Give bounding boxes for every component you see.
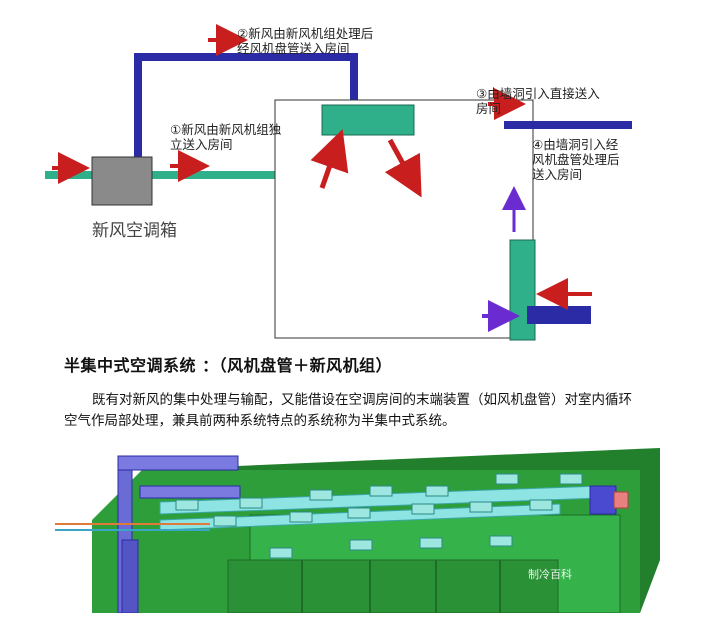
riser-duct-b — [121, 539, 139, 614]
fan-coil-tile — [213, 515, 237, 527]
route-2-line-1: ②新风由新风机组处理后 — [237, 26, 374, 41]
route-4-line-3: 送入房间 — [532, 167, 583, 182]
route-1-line-2: 立送入房间 — [170, 137, 233, 152]
route-2-line-2: 经风机盘管送入房间 — [237, 41, 350, 56]
fan-coil-tile — [369, 485, 393, 497]
fan-coil-tile — [239, 497, 263, 509]
fan-coil-tile — [495, 473, 519, 485]
wall-opening-direct-duct — [504, 121, 632, 129]
route-4-line-2: 风机盘管处理后 — [532, 152, 620, 167]
fan-coil-tile — [289, 511, 313, 523]
section-description: 既有对新风的集中处理与输配，又能借设在空调房间的末端装置（如风机盘管）对室内循环… — [64, 392, 632, 429]
fan-coil-unit — [321, 104, 415, 136]
building-front-rooms — [227, 559, 559, 614]
fan-coil-tile — [469, 501, 493, 513]
fan-coil-tile — [175, 499, 199, 511]
route-2-label: ②新风由新风机组处理后 经风机盘管送入房间 — [237, 26, 373, 56]
fan-coil-tile — [411, 503, 435, 515]
header-duct — [117, 455, 239, 471]
fresh-air-unit-box — [91, 156, 153, 206]
fan-coil-supply-duct-left — [134, 53, 142, 158]
watermark-text: 制冷百科 — [528, 568, 572, 581]
room-supply-arrow — [384, 138, 422, 198]
route-1-label: ①新风由新风机组独 立送入房间 — [170, 122, 281, 152]
route-3-line-1: ③由墙洞引入直接送入 — [476, 86, 600, 101]
route-4-line-1: ④由墙洞引入经 — [532, 137, 619, 152]
route-3-label: ③由墙洞引入直接送入 房间 — [476, 86, 600, 116]
wall-fan-coil-unit — [509, 239, 536, 341]
fan-coil-tile — [349, 539, 373, 551]
end-fan-unit — [589, 485, 617, 515]
fan-coil-tile — [347, 507, 371, 519]
building-illustration — [55, 448, 660, 614]
fan-coil-tile — [559, 473, 583, 485]
fan-coil-supply-duct-top — [134, 53, 358, 61]
fan-coil-array — [175, 473, 583, 559]
building-side — [142, 448, 660, 613]
outdoor-air-inlet — [613, 491, 629, 509]
room-outline — [274, 99, 534, 339]
fan-coil-supply-duct-right — [350, 53, 358, 108]
route-4-label: ④由墙洞引入经 风机盘管处理后 送入房间 — [532, 137, 620, 182]
fan-coil-tile — [419, 537, 443, 549]
route-3-line-2: 房间 — [476, 101, 502, 116]
fan-coil-tile — [529, 499, 553, 511]
fresh-air-main-duct — [45, 171, 287, 179]
room-return-arrow — [310, 129, 349, 189]
header-duct-lower — [139, 485, 241, 499]
route-1-line-1: ①新风由新风机组独 — [170, 122, 282, 137]
wall-opening-coil-duct — [527, 306, 591, 324]
section-heading: 半集中式空调系统 ：（风机盘管＋新风机组） — [64, 356, 393, 375]
fan-coil-tile — [269, 547, 293, 559]
fan-coil-tile — [309, 489, 333, 501]
fan-coil-tile — [489, 535, 513, 547]
fresh-air-unit-label: 新风空调箱 — [92, 221, 177, 241]
fan-coil-tile — [425, 485, 449, 497]
